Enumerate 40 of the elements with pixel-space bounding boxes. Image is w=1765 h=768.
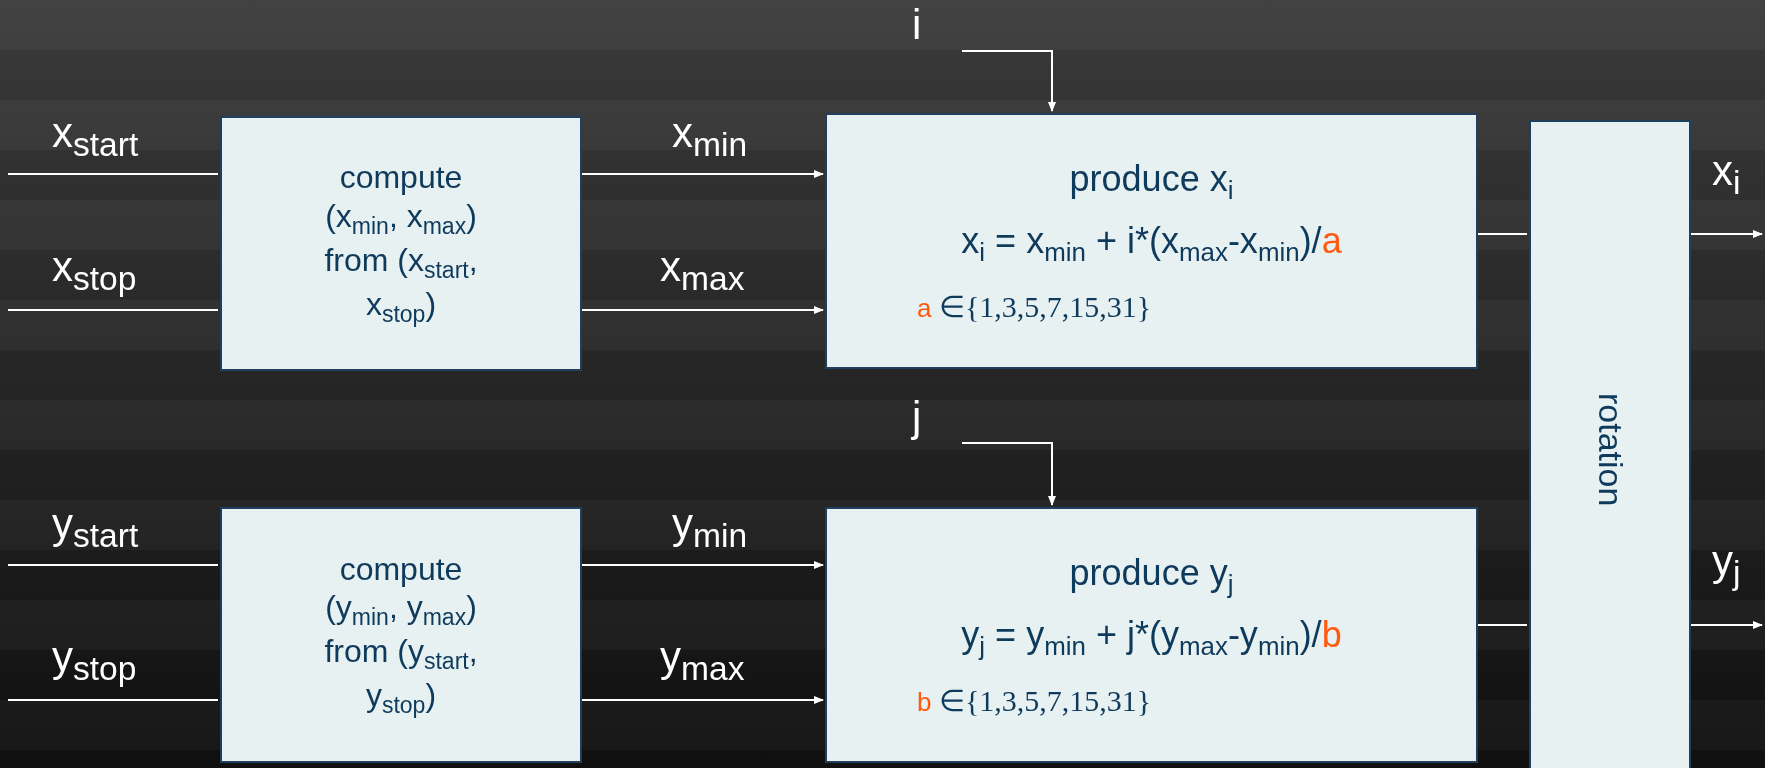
formula: x$_{i}$ = x$_{min}$ + i*(x$_{max}$-x$_{min}$)/a: [961, 219, 1342, 267]
edge-label: y$_{stop}$: [52, 636, 137, 686]
box-text: rotation: [1590, 393, 1630, 507]
value-set-note: b ∈{1,3,5,7,15,31}: [917, 682, 1152, 718]
arrow: [961, 442, 1056, 506]
edge-label: i: [912, 4, 922, 46]
rotation-box: [1529, 120, 1691, 768]
arrow: [1690, 230, 1763, 238]
edge-label: y$_{start}$: [52, 503, 139, 553]
connector-line: [1477, 624, 1528, 626]
edge-label: x$_{i}$: [1712, 150, 1741, 200]
compute-box: [220, 116, 582, 371]
arrow: [581, 696, 824, 704]
edge-label: y$_{min}$: [672, 503, 748, 553]
arrow: [581, 306, 824, 314]
connector-line: [7, 564, 219, 566]
connector-line: [7, 309, 219, 311]
edge-label: x$_{start}$: [52, 112, 139, 162]
arrow: [581, 561, 824, 569]
box-title: produce x$_{i}$: [1069, 158, 1234, 206]
edge-label: x$_{min}$: [672, 112, 748, 162]
connector-line: [1477, 233, 1528, 235]
edge-label: y$_{max}$: [660, 636, 745, 686]
edge-label: x$_{max}$: [660, 246, 745, 296]
arrow: [1690, 621, 1763, 629]
produce-box: [825, 507, 1478, 763]
compute-box: [220, 507, 582, 763]
edge-label: j: [912, 396, 922, 438]
arrow: [581, 170, 824, 178]
connector-line: [7, 699, 219, 701]
box-title: produce y$_{j}$: [1069, 552, 1234, 600]
value-set-note: a ∈{1,3,5,7,15,31}: [917, 288, 1152, 324]
formula: y$_{j}$ = y$_{min}$ + j*(y$_{max}$-y$_{min}$)/b: [961, 613, 1342, 661]
edge-label: x$_{stop}$: [52, 246, 137, 296]
produce-box: [825, 113, 1478, 369]
connector-line: [7, 173, 219, 175]
box-text: compute (y$_{min}$, y$_{max}$) from (y$_{start}$, y$_{stop}$): [323, 549, 479, 721]
edge-label: y$_{j}$: [1712, 540, 1741, 590]
box-text: compute (x$_{min}$, x$_{max}$) from (x$_{start}$, x$_{stop}$): [323, 158, 479, 329]
arrow: [961, 50, 1056, 112]
